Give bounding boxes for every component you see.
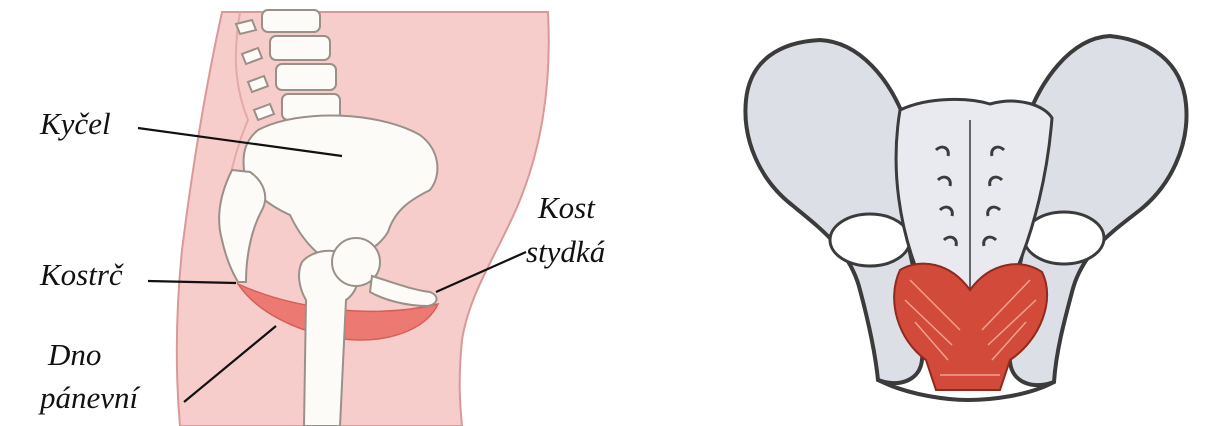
label-pelvic-floor-line2: pánevní xyxy=(38,380,141,415)
left-pelvic-opening xyxy=(830,214,910,266)
frontal-pelvis-illustration xyxy=(700,0,1223,426)
label-hip: Kyčel xyxy=(39,106,111,141)
label-pelvic-floor-line1: Dno xyxy=(47,337,101,372)
label-coccyx: Kostrč xyxy=(39,257,124,292)
frontal-pelvis-diagram xyxy=(700,0,1223,426)
label-pubic-bone-line1: Kost xyxy=(537,190,596,225)
label-pubic-bone-line2: stydká xyxy=(526,234,605,269)
lateral-pelvis-diagram: Kyčel Kostrč Dno pánevní Kost stydká xyxy=(0,0,680,426)
right-pelvic-opening xyxy=(1024,212,1104,264)
left-iliac-wing xyxy=(745,40,922,383)
lateral-pelvis-illustration: Kyčel Kostrč Dno pánevní Kost stydká xyxy=(0,0,680,426)
